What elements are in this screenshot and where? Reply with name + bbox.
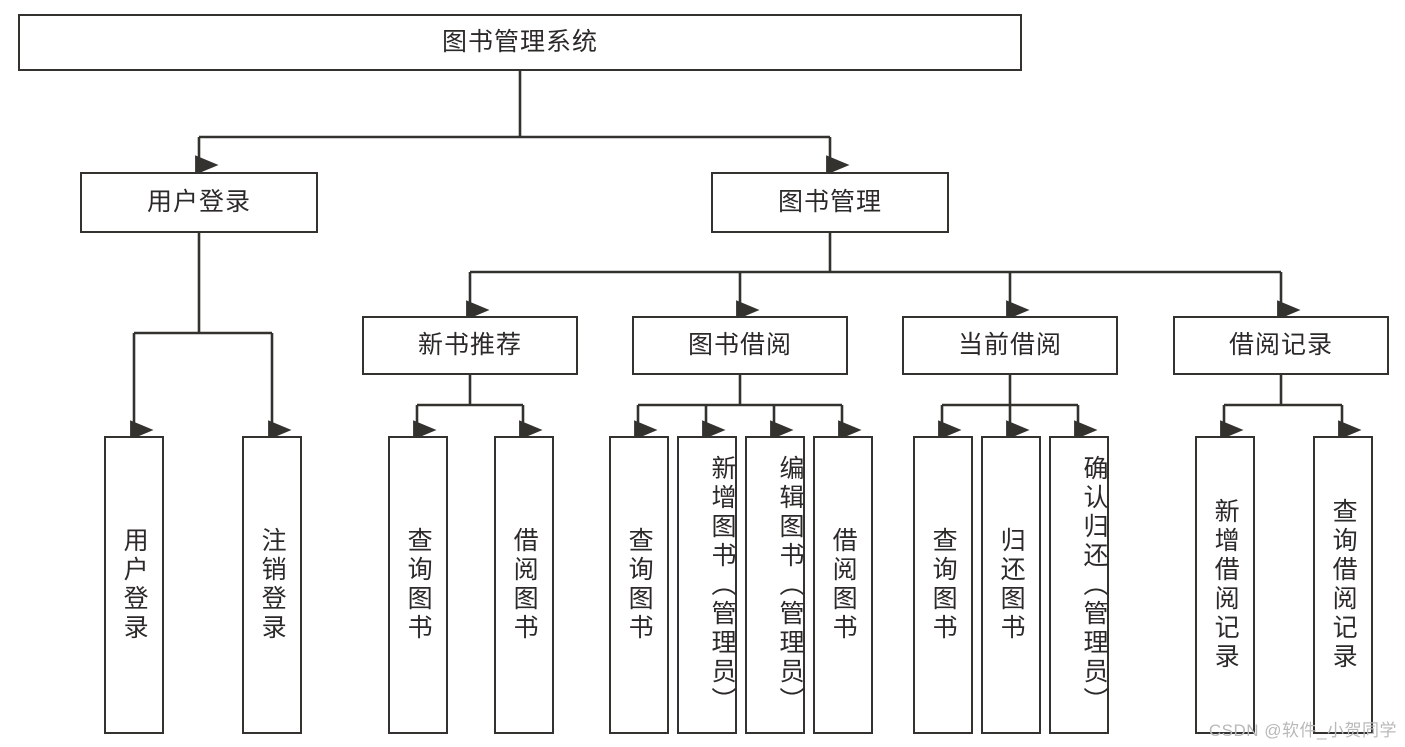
- node-label: 借阅图书: [829, 527, 858, 643]
- node-label: 编辑图书（管理员）: [776, 454, 804, 716]
- node-book-management-system[interactable]: 图书管理系统: [18, 14, 1022, 71]
- node-label: 用户登录: [120, 527, 149, 643]
- leaf-user-logout[interactable]: 注销登录: [242, 436, 302, 734]
- leaf-borrow-book-recommend[interactable]: 借阅图书: [494, 436, 554, 734]
- leaf-confirm-return[interactable]: 确认归还（管理员）: [1049, 436, 1109, 734]
- leaf-return-book[interactable]: 归还图书: [981, 436, 1041, 734]
- node-label: 查询图书: [625, 527, 654, 643]
- node-label: 归还图书: [997, 527, 1026, 643]
- node-label: 查询图书: [404, 527, 433, 643]
- leaf-query-book-borrow[interactable]: 查询图书: [609, 436, 669, 734]
- node-new-book-recommend[interactable]: 新书推荐: [362, 316, 578, 375]
- leaf-user-login[interactable]: 用户登录: [104, 436, 164, 734]
- node-label: 借阅图书: [510, 527, 539, 643]
- node-book-management[interactable]: 图书管理: [711, 172, 949, 233]
- leaf-borrow-book[interactable]: 借阅图书: [813, 436, 873, 734]
- node-label: 查询图书: [929, 527, 958, 643]
- node-label: 查询借阅记录: [1329, 498, 1358, 672]
- node-book-borrow[interactable]: 图书借阅: [632, 316, 848, 375]
- node-user-login[interactable]: 用户登录: [80, 172, 318, 233]
- leaf-edit-book[interactable]: 编辑图书（管理员）: [745, 436, 805, 734]
- node-label: 新书推荐: [417, 330, 522, 359]
- leaf-query-book-recommend[interactable]: 查询图书: [388, 436, 448, 734]
- leaf-query-book-current[interactable]: 查询图书: [913, 436, 973, 734]
- node-borrow-record[interactable]: 借阅记录: [1173, 316, 1389, 375]
- node-label: 图书管理系统: [441, 27, 598, 56]
- leaf-query-borrow-record[interactable]: 查询借阅记录: [1313, 436, 1373, 734]
- node-label: 借阅记录: [1228, 330, 1333, 359]
- node-label: 确认归还（管理员）: [1080, 454, 1108, 716]
- node-current-borrow[interactable]: 当前借阅: [902, 316, 1118, 375]
- node-label: 图书管理: [777, 187, 882, 216]
- node-label: 图书借阅: [687, 330, 792, 359]
- node-label: 用户登录: [146, 187, 251, 216]
- leaf-add-borrow-record[interactable]: 新增借阅记录: [1195, 436, 1255, 734]
- leaf-add-book[interactable]: 新增图书（管理员）: [677, 436, 737, 734]
- node-label: 新增图书（管理员）: [708, 454, 736, 716]
- node-label: 新增借阅记录: [1211, 498, 1240, 672]
- node-label: 当前借阅: [957, 330, 1062, 359]
- node-label: 注销登录: [258, 527, 287, 643]
